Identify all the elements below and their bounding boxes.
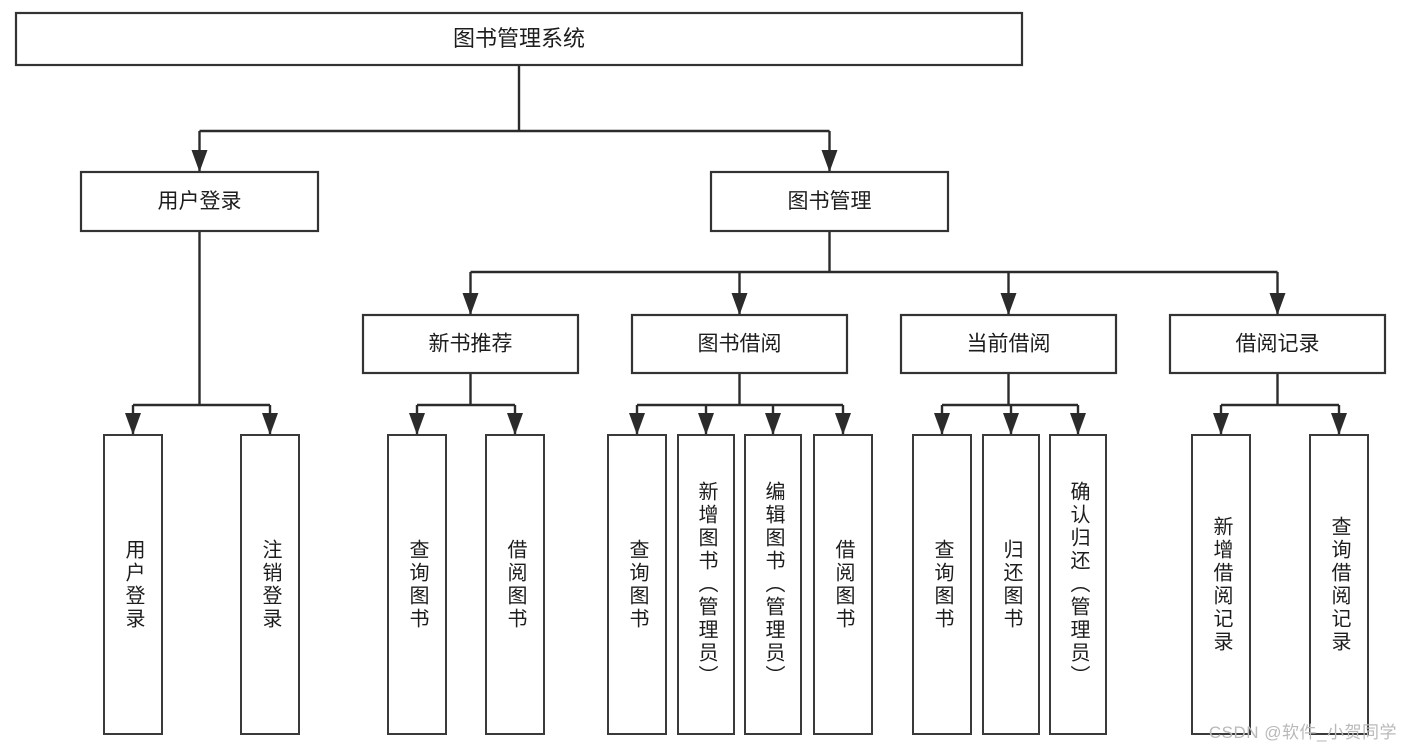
node-label-book-borrow: 图书借阅 <box>698 333 782 356</box>
node-label-book-management: 图书管理 <box>788 190 872 213</box>
node-box-borrow-record[interactable] <box>1168 313 1387 375</box>
arrow-head-icon-leaf-add-borrow-record <box>1213 413 1229 435</box>
node-box-leaf-borrow-book[interactable] <box>813 434 873 735</box>
arrow-head-icon-book-borrow <box>731 293 748 315</box>
node-box-leaf-user-login[interactable] <box>103 434 163 735</box>
node-box-leaf-return-book[interactable] <box>982 434 1040 735</box>
arrow-head-icon-new-book-recommend <box>462 293 479 315</box>
arrow-head-icon-leaf-logout <box>262 413 278 435</box>
arrow-head-icon-leaf-query-book-recommend <box>409 413 425 435</box>
node-box-root[interactable] <box>14 11 1024 67</box>
arrow-head-icon-leaf-add-book <box>698 413 714 435</box>
node-label-new-book-recommend: 新书推荐 <box>429 333 513 356</box>
arrow-head-icon-borrow-record <box>1269 293 1286 315</box>
connector-layer <box>125 65 1347 435</box>
arrow-head-icon-leaf-borrow-book <box>835 413 851 435</box>
node-box-leaf-confirm-return[interactable] <box>1049 434 1107 735</box>
arrow-head-icon-leaf-edit-book <box>765 413 781 435</box>
node-box-leaf-borrow-book-recommend[interactable] <box>485 434 545 735</box>
node-label-current-borrow: 当前借阅 <box>967 333 1051 356</box>
node-box-leaf-edit-book[interactable] <box>744 434 802 735</box>
arrow-head-icon-leaf-query-book-current <box>934 413 950 435</box>
node-label-borrow-record: 借阅记录 <box>1236 333 1320 356</box>
node-box-leaf-add-book[interactable] <box>677 434 735 735</box>
node-box-leaf-query-book-recommend[interactable] <box>387 434 447 735</box>
node-box-leaf-query-book-current[interactable] <box>912 434 972 735</box>
node-box-leaf-query-book-borrow[interactable] <box>607 434 667 735</box>
arrow-head-icon-leaf-confirm-return <box>1070 413 1086 435</box>
node-label-root: 图书管理系统 <box>453 26 585 51</box>
arrow-head-icon-leaf-return-book <box>1003 413 1019 435</box>
node-label-user-login: 用户登录 <box>158 190 242 213</box>
arrow-head-icon-user-login <box>191 150 208 172</box>
node-box-current-borrow[interactable] <box>899 313 1118 375</box>
arrow-head-icon-leaf-borrow-book-recommend <box>507 413 523 435</box>
watermark: CSDN @软件_小贺同学 <box>1208 723 1397 742</box>
node-box-book-borrow[interactable] <box>630 313 849 375</box>
arrow-head-icon-leaf-query-book-borrow <box>629 413 645 435</box>
node-layer <box>14 11 1387 735</box>
node-box-leaf-add-borrow-record[interactable] <box>1191 434 1251 735</box>
arrow-head-icon-leaf-query-borrow-record <box>1331 413 1347 435</box>
node-box-new-book-recommend[interactable] <box>361 313 580 375</box>
arrow-head-icon-leaf-user-login <box>125 413 141 435</box>
node-box-leaf-query-borrow-record[interactable] <box>1309 434 1369 735</box>
node-box-book-management[interactable] <box>709 170 950 233</box>
arrow-head-icon-book-management <box>821 150 838 172</box>
arrow-head-icon-current-borrow <box>1000 293 1017 315</box>
node-box-user-login[interactable] <box>79 170 320 233</box>
node-box-leaf-logout[interactable] <box>240 434 300 735</box>
